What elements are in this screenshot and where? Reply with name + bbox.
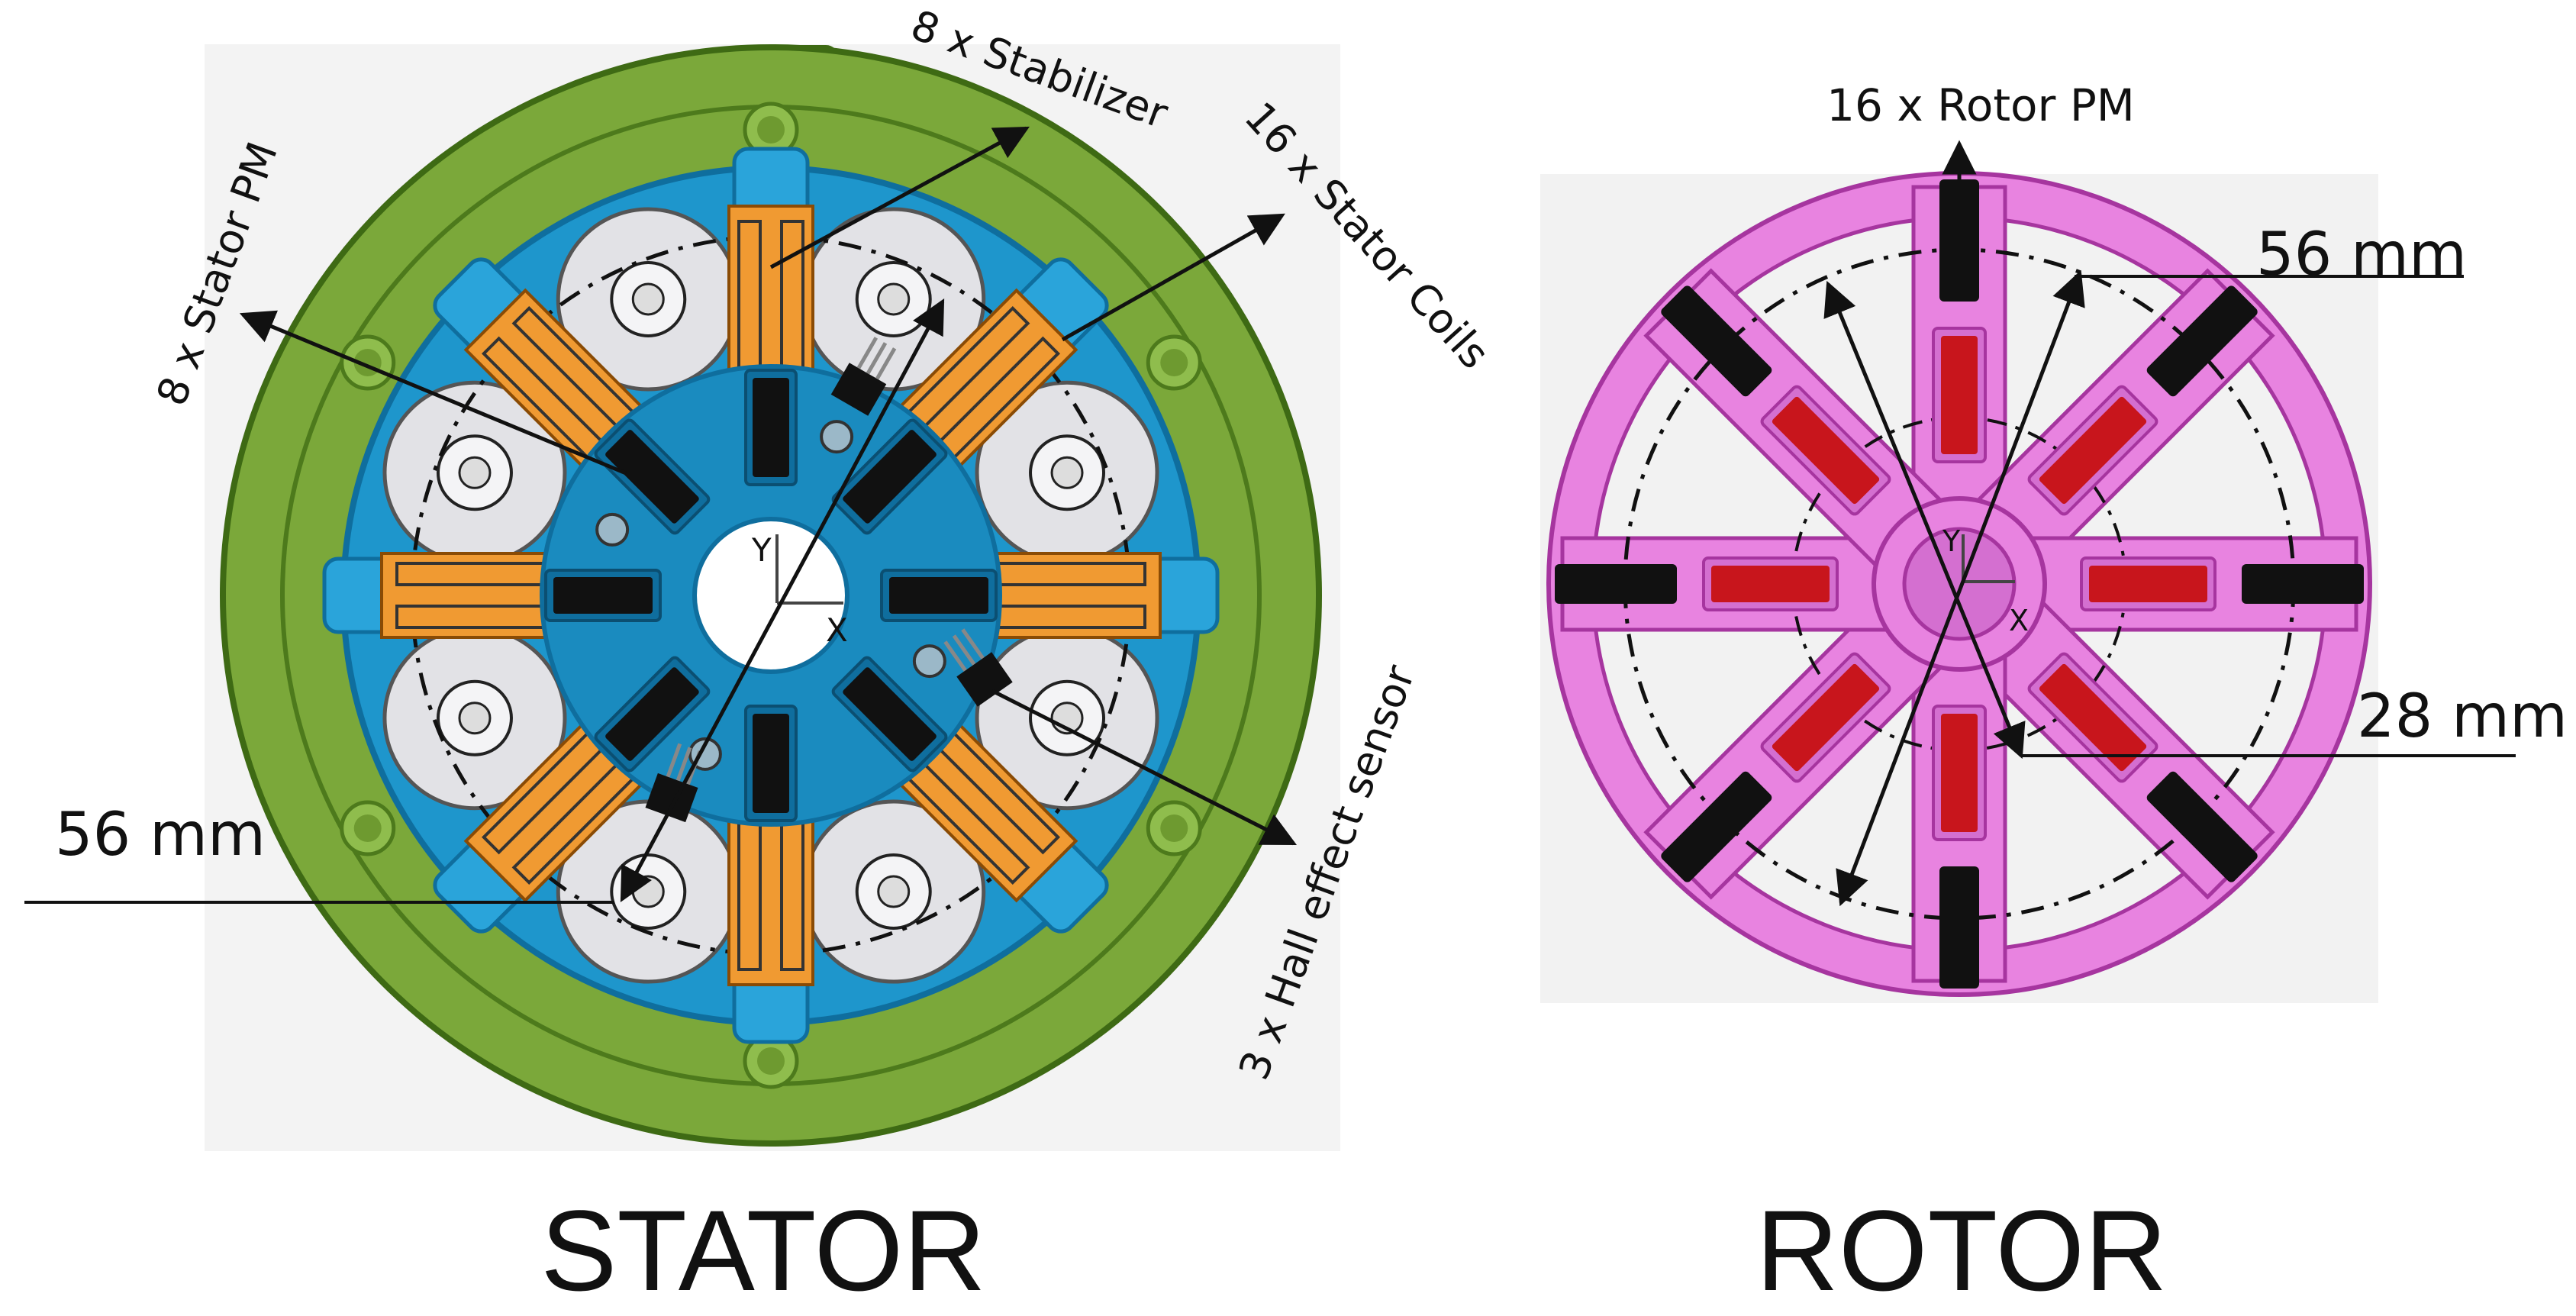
stator-pm [744,705,798,822]
stabilizer-disc-pin [877,875,911,908]
rotor-assembly: Y X 16 x Rotor PM 56 mm 28 mm ROTOR [1540,79,2568,1314]
rotor-pm-label: 16 x Rotor PM [1826,79,2135,131]
rotor-axis-y-label: Y [1942,524,1961,558]
rotor-pm-outer [1555,564,1677,604]
housing-bolt-center [757,116,785,144]
hall-leader [991,689,1298,846]
rotor-pm-pair [1555,556,1839,611]
stator-caption: STATOR [540,1186,985,1314]
stator-assembly: Y X 8 x Stator PM 8 x Stabilizer 16 x St… [24,1,1499,1314]
rotor-pm-outer [1939,866,1979,989]
rotor-pm-outer [2242,564,2364,604]
housing-bolt-center [1160,814,1188,842]
stabilizer-disc-pin [1050,456,1084,489]
rotor-pm-inner [2089,566,2207,602]
housing-bolt-center [757,1047,785,1075]
rotor-inner-dim-label: 28 mm [2357,682,2568,751]
stator-pm [544,569,662,622]
stabilizer-leader [769,126,1030,269]
hall-sensor-pin [961,628,985,660]
stator-pm-magnet [753,714,789,813]
inner-screw [912,644,946,679]
stabilizer-disc-pin [877,282,911,316]
coils-leader [1061,213,1285,342]
stator-pm-leader [239,310,627,476]
stator-pm-magnet [753,378,789,477]
rotor-axis-x-label: X [2009,604,2029,637]
rotor-pm-inner [1711,566,1830,602]
stator-axis-x-label: X [826,611,848,649]
stator-diameter-arrow [620,298,945,902]
stator-pm [880,569,998,622]
housing-bolt-group [340,102,1202,1089]
rotor-pm-outer [1661,285,1772,397]
housing-bolt-center [353,814,382,842]
stator-pm-magnet [553,577,653,614]
stabilizer-disc-pin [631,282,665,316]
rotor-pm-pair [2080,556,2364,611]
hall-sensor [943,628,1013,707]
inner-screw [595,512,630,547]
inner-screw [820,420,854,454]
hall-sensor-body [956,652,1013,707]
rotor-pm-inner [1941,714,1978,832]
rotor-caption: ROTOR [1756,1186,2168,1314]
stator-pm [744,369,798,486]
hall-sensor-pin [943,640,967,672]
stabilizer-disc-pin [458,702,492,735]
rotor-inner-diameter-arrow [1823,280,2026,760]
stabilizer-disc-pin [631,875,665,908]
stator-dimension-label: 56 mm [55,801,266,869]
rotor-pm-outer [2146,285,2258,397]
stator-axis-y-label: Y [751,531,772,569]
rotor-pm-outer [1661,771,1772,882]
hall-sensor-pin [952,634,976,666]
rotor-pm-inner [1941,336,1978,454]
stabilizer-disc-pin [458,456,492,489]
rotor-outer-dim-label: 56 mm [2256,221,2467,289]
stator-pm-magnet [889,577,988,614]
rotor-pm-outer [2146,771,2258,882]
housing-bolt-center [1160,349,1188,376]
